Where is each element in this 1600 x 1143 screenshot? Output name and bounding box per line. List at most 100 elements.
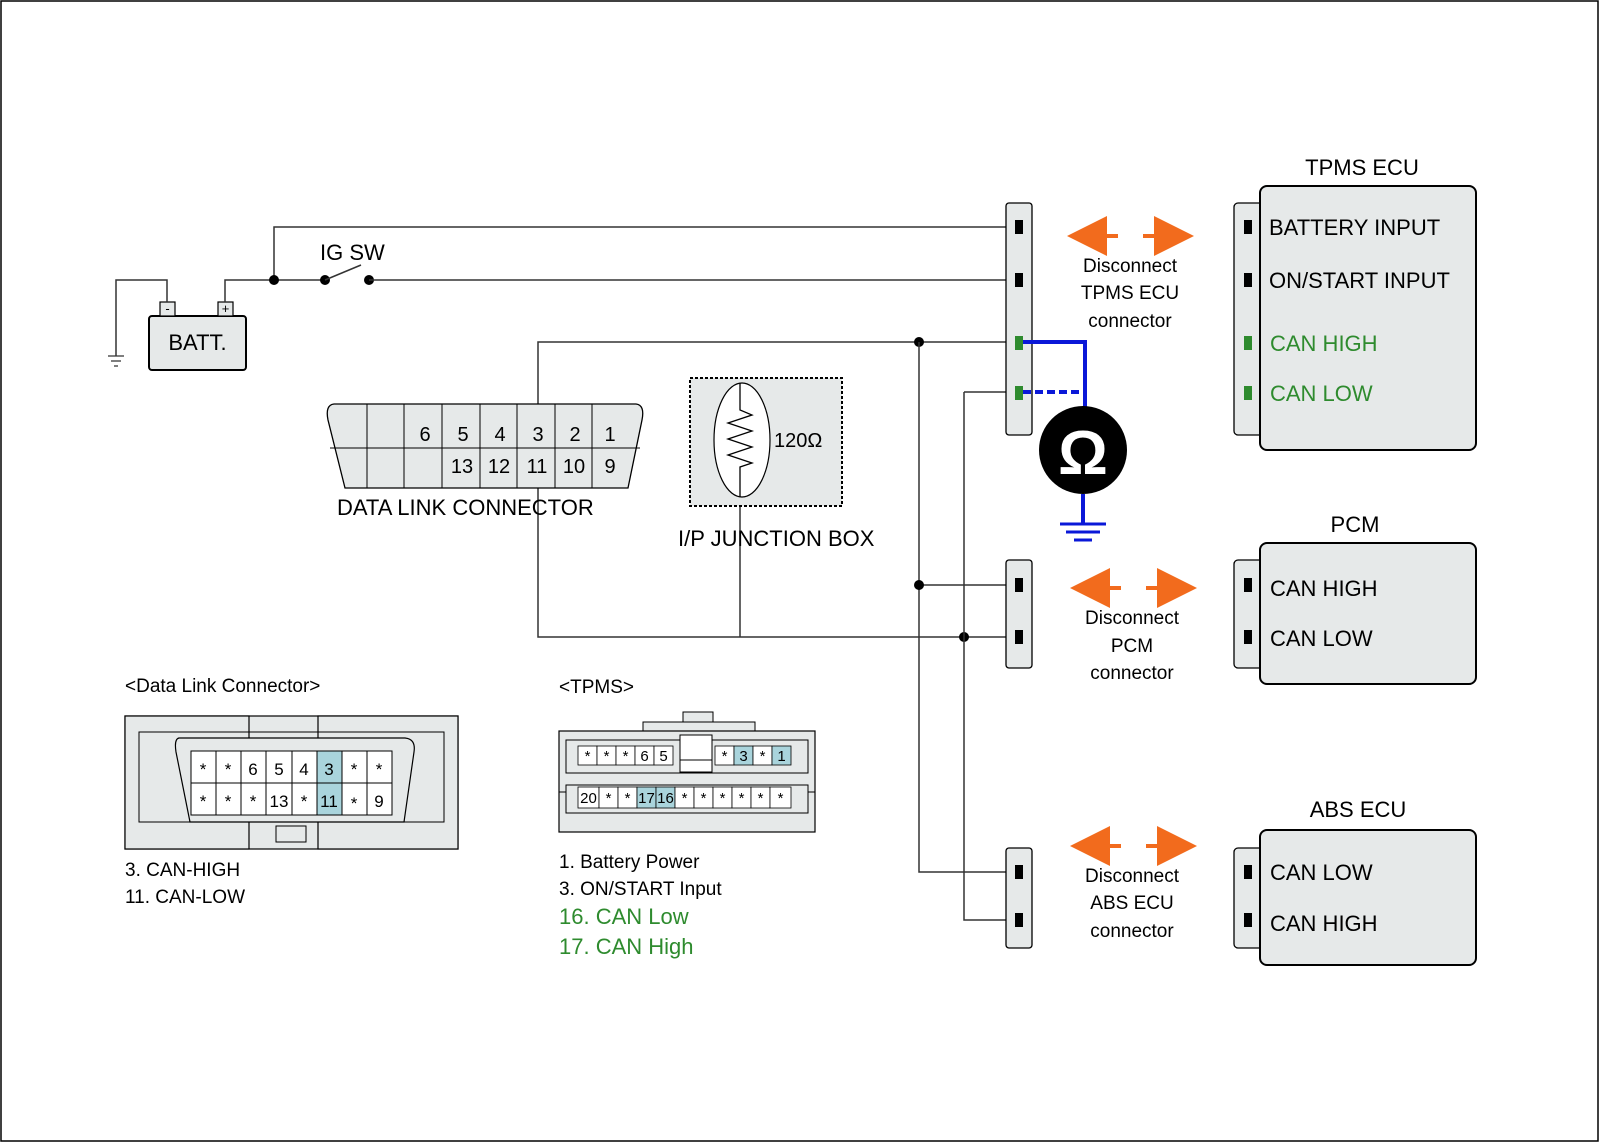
junction-caption: I/P JUNCTION BOX [678, 526, 875, 551]
dlc-pin: 2 [569, 424, 580, 446]
tpms-face-pin: 17 [638, 790, 655, 807]
dlc-pin: 13 [451, 456, 473, 478]
ip-junction-box: 120Ω I/P JUNCTION BOX [678, 377, 875, 551]
tpms-face-pin: 1 [777, 748, 785, 765]
tpms-face-pin: * [585, 748, 591, 765]
dlc-face-pin: 5 [274, 760, 283, 779]
abs-ecu-module: ABS ECU CAN LOW CAN HIGH [1233, 797, 1477, 966]
module-pin-label: CAN LOW [1270, 381, 1373, 406]
resistor-value: 120Ω [774, 430, 822, 452]
module-pin-label: CAN HIGH [1270, 911, 1378, 936]
ground-symbol [108, 355, 124, 367]
tpms-legend-item: 17. CAN High [559, 934, 694, 959]
battery-label: BATT. [168, 330, 226, 355]
battery-pos-sign: + [222, 301, 230, 316]
ground-icon [1060, 522, 1106, 542]
pcm-module: PCM CAN HIGH CAN LOW [1233, 512, 1477, 685]
tpms-face-pin: * [625, 790, 631, 807]
dlc-face-pin: * [250, 792, 257, 811]
module-pin-label: BATTERY INPUT [1269, 215, 1440, 240]
resistor-symbol [725, 383, 755, 497]
tpms-face-pin: * [604, 748, 610, 765]
disconnect-text: PCM [1111, 636, 1153, 657]
dlc-face-pin: * [225, 792, 232, 811]
dlc-pin: 5 [457, 424, 468, 446]
dlc-face-pin: * [376, 760, 383, 779]
ohm-symbol: Ω [1058, 419, 1108, 488]
abs-harness-connector [1005, 847, 1033, 949]
dlc-face-pin: 6 [248, 760, 257, 779]
tpms-legend-item: 16. CAN Low [559, 904, 689, 929]
dlc-face-pin: * [301, 792, 308, 811]
tpms-face-pin: * [739, 790, 745, 807]
dlc-face-pin: 11 [320, 792, 338, 811]
dlc-face-pin: * [351, 794, 358, 813]
disconnect-abs: Disconnect ABS ECU connector [1070, 826, 1197, 942]
disconnect-text: ABS ECU [1090, 893, 1173, 914]
tpms-face-pin: * [720, 790, 726, 807]
module-pin-label: CAN HIGH [1270, 331, 1378, 356]
dlc-pin: 1 [604, 424, 615, 446]
dlc-legend-item: 11. CAN-LOW [125, 887, 245, 908]
disconnect-text: connector [1090, 663, 1174, 684]
tpms-face-pin: 20 [580, 790, 597, 807]
tpms-face-title: <TPMS> [559, 677, 634, 698]
dlc-pin: 9 [604, 456, 615, 478]
tpms-face-pin: * [722, 748, 728, 765]
tpms-legend-item: 3. ON/START Input [559, 879, 722, 900]
disconnect-tpms: Disconnect TPMS ECU connector [1067, 216, 1194, 332]
disconnect-text: connector [1088, 311, 1172, 332]
module-title: PCM [1331, 512, 1380, 537]
tpms-face-pin: * [778, 790, 784, 807]
dlc-pin: 6 [419, 424, 430, 446]
dlc-face-pin: 4 [299, 760, 308, 779]
battery: - + BATT. [148, 301, 247, 371]
dlc-pin: 12 [488, 456, 510, 478]
dlc-pin: 11 [527, 456, 548, 478]
tpms-face-pin: * [682, 790, 688, 807]
ig-sw-label: IG SW [320, 240, 385, 265]
module-title: TPMS ECU [1305, 155, 1419, 180]
tpms-face-pin: * [623, 748, 629, 765]
dlc-face-pin: * [225, 760, 232, 779]
dlc-pin: 4 [494, 424, 505, 446]
tpms-face-pin: * [701, 790, 707, 807]
tpms-ecu-module: TPMS ECU BATTERY INPUT ON/START INPUT CA… [1233, 155, 1477, 451]
dlc-pin: 3 [532, 424, 543, 446]
tpms-harness-connector [1005, 202, 1033, 436]
tpms-face-pin: 6 [640, 748, 648, 765]
dlc-legend-item: 3. CAN-HIGH [125, 860, 240, 881]
module-pin-label: CAN HIGH [1270, 576, 1378, 601]
module-pin-label: CAN LOW [1270, 860, 1373, 885]
dlc-face-pin: * [200, 760, 207, 779]
disconnect-text: Disconnect [1083, 256, 1178, 277]
disconnect-text: Disconnect [1085, 608, 1180, 629]
tpms-face-pin: * [606, 790, 612, 807]
dlc-face-pin: 9 [374, 792, 383, 811]
module-pin-label: CAN LOW [1270, 626, 1373, 651]
dlc-caption: DATA LINK CONNECTOR [337, 495, 594, 520]
tpms-face-view: <TPMS> * * * 6 5 * 3 * [558, 677, 816, 959]
dlc-face-title: <Data Link Connector> [125, 676, 320, 697]
dlc-face-pin: 3 [324, 760, 333, 779]
disconnect-text: TPMS ECU [1081, 283, 1179, 304]
tpms-face-pin: * [758, 790, 764, 807]
tpms-face-pin: * [760, 748, 766, 765]
disconnect-text: connector [1090, 921, 1174, 942]
ohmmeter: Ω [1023, 340, 1127, 542]
disconnect-text: Disconnect [1085, 866, 1180, 887]
module-title: ABS ECU [1310, 797, 1407, 822]
dlc-pin: 10 [563, 456, 585, 478]
dlc-face-view: <Data Link Connector> * * 6 5 4 3 * * * … [124, 676, 459, 908]
tpms-legend-item: 1. Battery Power [559, 852, 700, 873]
battery-neg-sign: - [165, 301, 169, 316]
tpms-face-pin: 5 [659, 748, 667, 765]
data-link-connector: 6 5 4 3 2 1 13 12 11 10 9 DATA LINK CONN… [326, 403, 644, 520]
tpms-face-pin: 16 [657, 790, 674, 807]
module-pin-label: ON/START INPUT [1269, 268, 1450, 293]
tpms-face-pin: 3 [739, 748, 747, 765]
dlc-face-pin: * [351, 760, 358, 779]
dlc-face-pin: * [200, 792, 207, 811]
dlc-face-pin: 13 [270, 792, 289, 811]
